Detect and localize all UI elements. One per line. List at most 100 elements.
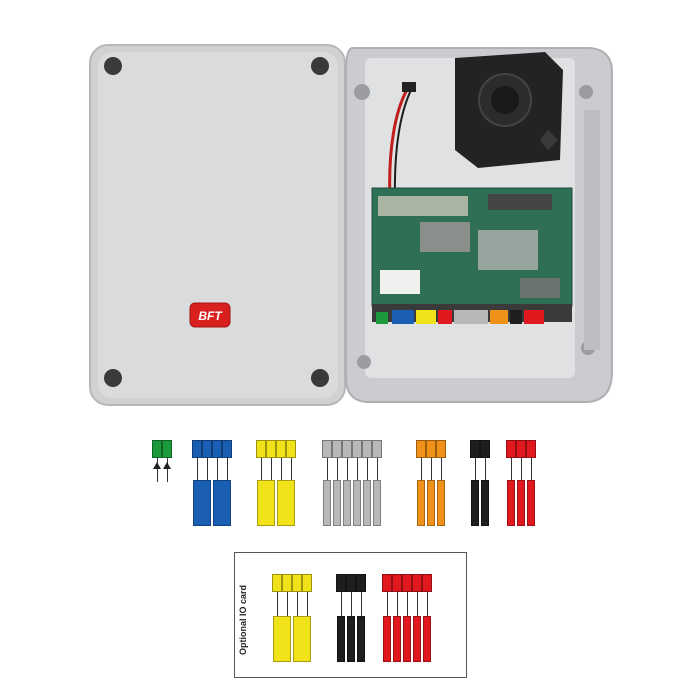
- wire-70: [511, 458, 512, 480]
- wire-76: [387, 592, 388, 616]
- wire-27: [291, 458, 292, 480]
- wire-65: [361, 592, 362, 616]
- terminal-45: [372, 440, 382, 458]
- terminal-27: [286, 440, 296, 458]
- terminal-42: [342, 440, 352, 458]
- wire-21: [271, 458, 272, 480]
- label-stop: [517, 480, 525, 526]
- terminal-71: [516, 440, 526, 458]
- label-safe-11: [403, 616, 411, 662]
- wire-22: [277, 592, 278, 616]
- label--ref-swe: [333, 480, 341, 526]
- label-safe-10: [393, 616, 401, 662]
- arrow-L: [153, 462, 161, 469]
- bft-logo-text: BFT: [198, 309, 223, 323]
- red-cable: [388, 87, 410, 201]
- label-ench1-enc1: [343, 480, 351, 526]
- black-cable: [393, 87, 413, 201]
- label-aux-2: [277, 480, 295, 526]
- wire-15: [227, 458, 228, 480]
- enclosure-lid: [89, 44, 346, 406]
- terminal-63: [336, 574, 346, 592]
- wire-10: [197, 458, 198, 480]
- label-com: [383, 616, 391, 662]
- label-com: [507, 480, 515, 526]
- label--ref-swe: [323, 480, 331, 526]
- wire-79: [417, 592, 418, 616]
- label-24v-: [427, 480, 435, 526]
- label-safe-1: [527, 480, 535, 526]
- terminal-64: [346, 574, 356, 592]
- terminal-60: [470, 440, 480, 458]
- label-swo1-enc1b: [363, 480, 371, 526]
- terminal-23: [282, 574, 292, 592]
- wire-71: [521, 458, 522, 480]
- optional-io-card-title: Optional IO card: [238, 585, 248, 656]
- terminal-10: [192, 440, 202, 458]
- terminal-51: [426, 440, 436, 458]
- wire-51: [431, 458, 432, 480]
- wire-80: [427, 592, 428, 616]
- terminal-50: [416, 440, 426, 458]
- wire-72: [531, 458, 532, 480]
- label-com: [471, 480, 479, 526]
- terminal-77: [392, 574, 402, 592]
- label-ic-1: [481, 480, 489, 526]
- terminal-29: [302, 574, 312, 592]
- terminal-40: [322, 440, 332, 458]
- wire-44: [367, 458, 368, 480]
- terminal-21: [266, 440, 276, 458]
- wire-23: [287, 592, 288, 616]
- terminal-76: [382, 574, 392, 592]
- label-ic-11: [357, 616, 365, 662]
- wire-L: [157, 458, 158, 482]
- terminal-L: [152, 440, 162, 458]
- wire-40: [327, 458, 328, 480]
- terminal-15: [222, 440, 232, 458]
- label-ench2-enc2: [353, 480, 361, 526]
- wire-N: [167, 458, 168, 482]
- fan-box: [455, 52, 563, 168]
- label-aux-10: [273, 616, 291, 662]
- circuit-board: [371, 187, 573, 324]
- wire-43: [357, 458, 358, 480]
- terminal-80: [422, 574, 432, 592]
- label-safe-12: [413, 616, 421, 662]
- terminal-11: [202, 440, 212, 458]
- wire-60: [475, 458, 476, 480]
- label-safe-13: [423, 616, 431, 662]
- label-24v-: [417, 480, 425, 526]
- wire-26: [281, 458, 282, 480]
- wire-64: [351, 592, 352, 616]
- label-ic-10: [347, 616, 355, 662]
- arrow-N: [163, 462, 171, 469]
- wire-78: [407, 592, 408, 616]
- wire-45: [377, 458, 378, 480]
- wire-14: [217, 458, 218, 480]
- terminal-65: [356, 574, 366, 592]
- label-m1: [193, 480, 211, 526]
- wire-61: [485, 458, 486, 480]
- wire-52: [441, 458, 442, 480]
- terminal-52: [436, 440, 446, 458]
- label-m2: [213, 480, 231, 526]
- terminal-41: [332, 440, 342, 458]
- bft-logo: BFT: [189, 302, 231, 328]
- wire-11: [207, 458, 208, 480]
- terminal-43: [352, 440, 362, 458]
- terminal-79: [412, 574, 422, 592]
- wire-42: [347, 458, 348, 480]
- wire-41: [337, 458, 338, 480]
- label-swo2-enc2b: [373, 480, 381, 526]
- wire-20: [261, 458, 262, 480]
- wire-77: [397, 592, 398, 616]
- wire-29: [307, 592, 308, 616]
- terminal-44: [362, 440, 372, 458]
- terminal-78: [402, 574, 412, 592]
- label-com: [337, 616, 345, 662]
- optional-io-card-frame: [234, 552, 467, 678]
- terminal-70: [506, 440, 516, 458]
- terminal-61: [480, 440, 490, 458]
- terminal-28: [292, 574, 302, 592]
- terminal-22: [272, 574, 282, 592]
